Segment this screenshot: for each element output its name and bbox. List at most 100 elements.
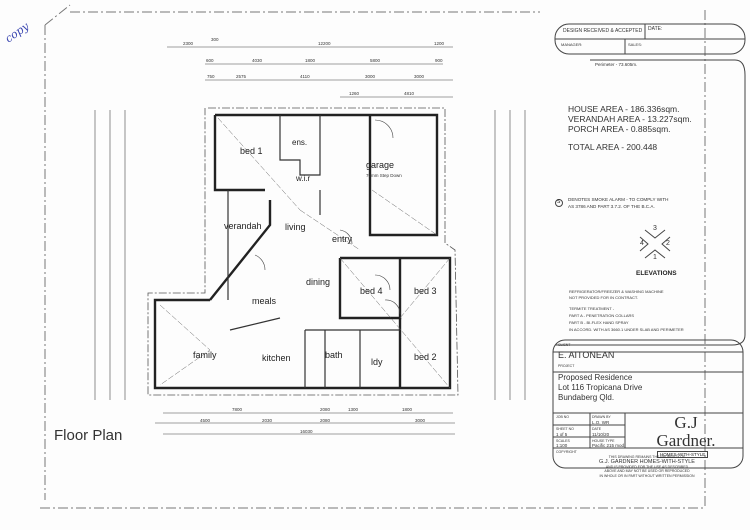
perimeter-text: Perimeter - 73.605m. <box>595 62 638 67</box>
client-name: E. AITONEAN <box>558 350 615 360</box>
fridge-note: Refrigerator/freezer & washing machine n… <box>569 289 664 300</box>
walls <box>153 113 452 390</box>
copyright-line: G.J. GARDNER HOMES-WITH-STYLE <box>599 459 695 466</box>
drawn-by-value: L.O. WR <box>592 420 610 425</box>
dimension-lines <box>94 46 526 435</box>
drawn-by-label: Drawn by <box>592 415 611 419</box>
room-dining: dining <box>306 277 331 287</box>
dim-bottom-row1-b: 2080 <box>320 407 331 412</box>
fridge-note-line: Refrigerator/freezer & washing machine <box>569 289 664 294</box>
termite-note-line: Termite treatment - <box>569 306 615 311</box>
dim-bottom-row1-a: 7800 <box>232 407 243 412</box>
house-area: HOUSE AREA - 186.336sqm. <box>568 104 680 114</box>
drawing-title: Floor Plan <box>54 427 123 444</box>
verandah-area: VERANDAH AREA - 13.227sqm. <box>568 114 692 124</box>
project-line: Proposed Residence <box>558 373 633 382</box>
fridge-note-line: not provided for in contract. <box>569 294 639 300</box>
dim-top-row1-b: 300 <box>211 37 219 42</box>
elevation-3: 3 <box>653 225 657 232</box>
dim-top-row2-g: 5800 <box>370 58 381 63</box>
room-bed-2: bed 2 <box>414 352 437 362</box>
sheet-no-value: 1 of 5 <box>556 432 568 437</box>
elevations-label: ELEVATIONS <box>636 270 677 277</box>
roof-outline <box>147 107 459 396</box>
room-verandah: verandah <box>224 221 262 231</box>
sheet-border <box>40 4 706 509</box>
room-bed-3: bed 3 <box>414 286 437 296</box>
copyright-line: and is provided for the use as described <box>605 465 689 470</box>
dim-top-row1-c: 12200 <box>318 41 331 46</box>
termite-note-line: Part B - Bi-flex hand spray <box>569 320 629 325</box>
dim-top-row3-d: 4110 <box>300 74 310 79</box>
logo-line: G.J <box>674 413 698 432</box>
title-block-frames <box>552 23 746 469</box>
copyright-line: This drawing remains the property of <box>608 455 686 459</box>
logo-tagline: HOMES-WITH-STYLE <box>657 451 709 458</box>
copyright-text: This drawing remains the property of G.J… <box>562 455 732 478</box>
logo-line: Gardner. <box>656 431 716 450</box>
dim-top-row3-h: 3000 <box>414 74 425 79</box>
manager-label: Manager: <box>561 42 583 47</box>
dim-bottom-row1-f: 1800 <box>402 407 413 412</box>
elevation-1: 1 <box>653 254 657 261</box>
dim-top-row2-c: 4030 <box>252 58 263 63</box>
room-garage: garage <box>366 160 395 170</box>
house-type-label: House Type <box>592 439 615 443</box>
room-ensuite: ens. <box>292 138 308 147</box>
elevation-4: 4 <box>640 240 644 247</box>
design-received-label: Design Received & Accepted <box>563 28 643 34</box>
date2-label: Date <box>592 427 602 431</box>
gj-gardner-logo: G.J Gardner. <box>630 414 742 450</box>
sales-label: Sales: <box>628 42 643 47</box>
copyright-line: in whole or in part without written perm… <box>599 473 695 478</box>
dim-top-row4-b: 1260 <box>349 91 360 96</box>
room-wir: w.i.r <box>296 174 311 183</box>
room-bed-1: bed 1 <box>240 146 263 156</box>
room-laundry: ldy <box>371 357 383 367</box>
dim-bottom-row2-e: 2080 <box>320 418 331 423</box>
dim-bottom-row2-c: 2030 <box>262 418 273 423</box>
termite-note-line: Part A - Penetration collars <box>569 313 635 318</box>
room-kitchen: kitchen <box>262 353 291 363</box>
dim-top-row1-d: 1200 <box>434 41 445 46</box>
dim-bottom-total: 16030 <box>300 429 313 434</box>
interior-walls <box>227 115 400 388</box>
project-description: Proposed Residence Lot 116 Tropicana Dri… <box>558 373 642 403</box>
project-line: Bundaberg Qld. <box>558 393 615 402</box>
area-schedule: HOUSE AREA - 186.336sqm. VERANDAH AREA -… <box>568 104 692 152</box>
smoke-alarm-note-line: Denotes smoke alarm - to comply with <box>568 197 669 202</box>
smoke-alarm-note: Denotes smoke alarm - to comply with AS … <box>568 197 668 210</box>
porch-area: PORCH AREA - 0.885sqm. <box>568 124 671 134</box>
dim-top-row3-b: 2575 <box>236 74 247 79</box>
job-no-label: Job No <box>556 415 570 419</box>
client-label: Client <box>558 343 571 347</box>
date-label: Date: <box>648 26 663 32</box>
termite-note: Termite treatment - Part A - Penetration… <box>569 305 684 333</box>
dim-top-row3-a: 750 <box>207 74 215 79</box>
dim-bottom-row2-b: 4500 <box>200 418 211 423</box>
dim-bottom-row1-c: 1300 <box>348 407 359 412</box>
copyright-label: Copyright <box>556 450 577 454</box>
copyright-line: above and may not be used or reproduced <box>604 469 690 474</box>
roof-hip-lines <box>159 117 451 389</box>
project-label: Project <box>558 364 575 368</box>
dim-top-row4-d: 4810 <box>404 91 415 96</box>
dim-bottom-row2-h: 3000 <box>415 418 426 423</box>
room-family: family <box>193 350 217 360</box>
total-area: TOTAL AREA - 200.448 <box>568 142 658 152</box>
dim-top-row2-e: 1800 <box>305 58 316 63</box>
scales-value: 1:100 <box>556 443 568 448</box>
dim-top-row3-f: 3000 <box>365 74 376 79</box>
scales-label: Scales <box>556 439 570 443</box>
project-line: Lot 116 Tropicana Drive <box>558 383 643 392</box>
smoke-alarm-symbol: S <box>557 199 561 205</box>
dim-top-row2-a: 600 <box>206 58 214 63</box>
house-type-value: Pacific 215 mod. <box>592 443 626 448</box>
dim-top-row1-a: 2300 <box>183 41 194 46</box>
room-entry: entry <box>332 234 353 244</box>
elevation-2: 2 <box>666 240 670 247</box>
sheet-no-label: Sheet No <box>556 427 574 431</box>
room-bath: bath <box>325 350 343 360</box>
dim-top-row2-i: 900 <box>435 58 443 63</box>
